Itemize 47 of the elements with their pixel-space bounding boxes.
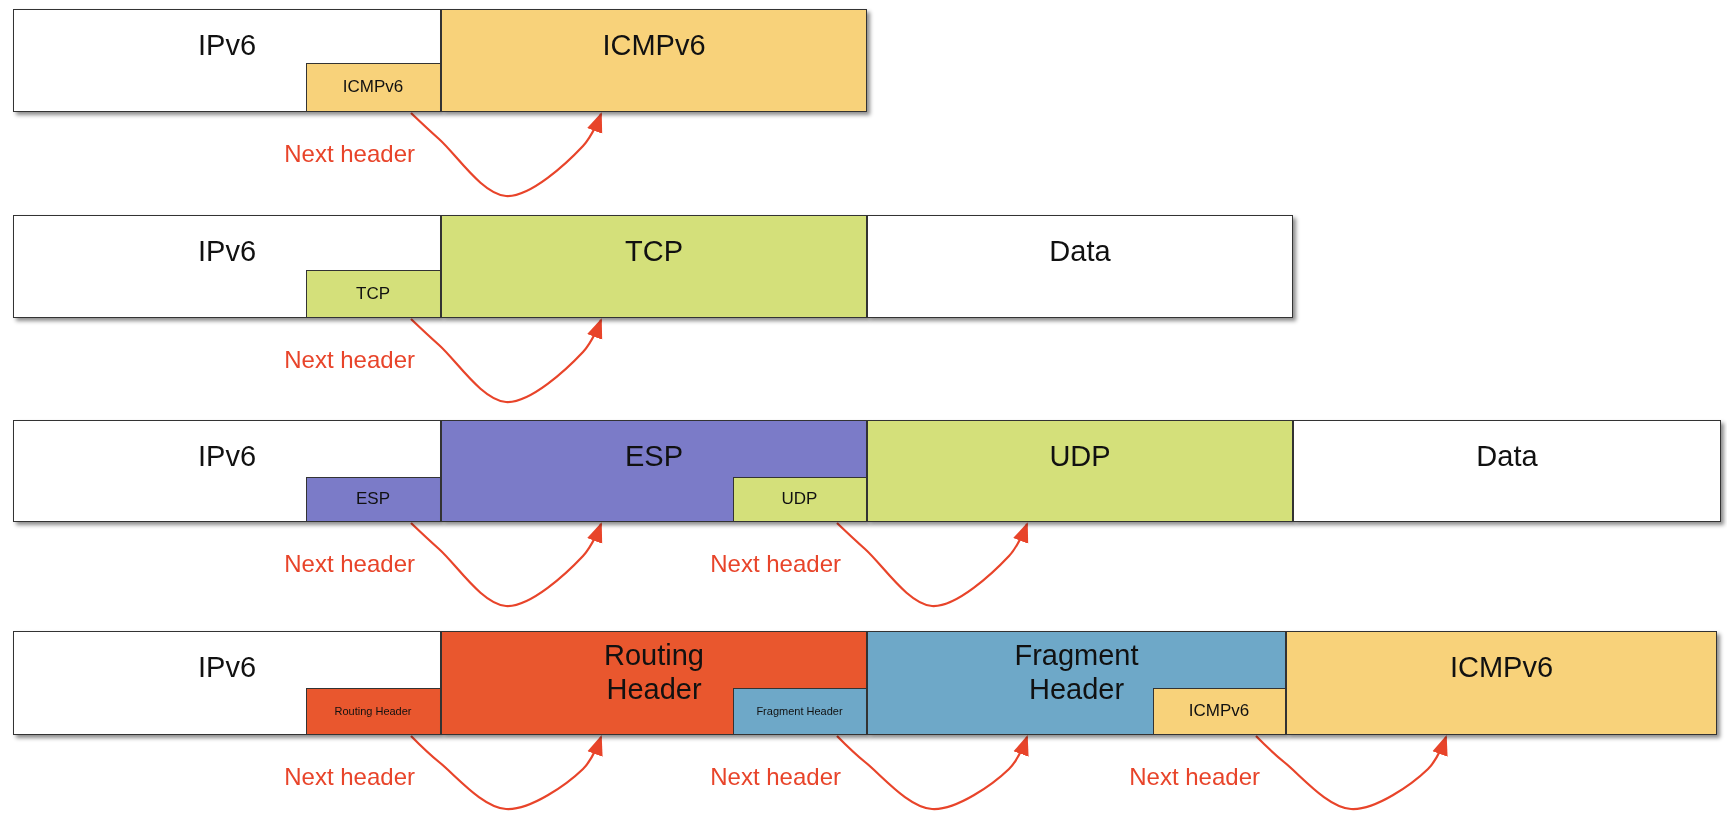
next-header-field (305, 476, 441, 522)
header-block (13, 631, 441, 735)
field-label: Fragment Header (755, 704, 844, 719)
next-header-field (305, 62, 441, 112)
header-label: Fragment Header (1013, 638, 1140, 706)
header-label: Data (1048, 234, 1112, 268)
header-block (441, 215, 867, 318)
header-label: Routing Header (603, 638, 705, 706)
next-header-field (305, 687, 441, 735)
header-label: ICMPv6 (1448, 650, 1555, 684)
header-label: IPv6 (197, 650, 257, 684)
next-header-arrow (410, 735, 603, 811)
header-block (441, 9, 867, 112)
header-label: IPv6 (197, 28, 257, 62)
header-block (441, 631, 867, 735)
header-block (13, 420, 441, 522)
header-block (13, 9, 441, 112)
next-header-arrow (410, 112, 603, 198)
next-header-field (732, 687, 867, 735)
header-label: IPv6 (197, 439, 257, 473)
header-label: ICMPv6 (601, 28, 707, 62)
field-label: TCP (355, 282, 391, 305)
header-label: UDP (1048, 439, 1112, 473)
field-label: ICMPv6 (341, 76, 405, 98)
field-label: ICMPv6 (1187, 700, 1251, 722)
field-label: UDP (780, 488, 819, 510)
header-block (1293, 420, 1721, 522)
next-header-field (1152, 687, 1286, 735)
field-label: ESP (355, 488, 391, 510)
header-block (441, 420, 867, 522)
header-label: ESP (624, 439, 684, 473)
header-block (1286, 631, 1717, 735)
next-header-field (305, 269, 441, 318)
next-header-arrow (410, 522, 603, 608)
header-label: IPv6 (197, 234, 257, 268)
next-header-field (732, 476, 867, 522)
header-block (13, 215, 441, 318)
header-label: Data (1475, 439, 1539, 473)
field-label: Routing Header (333, 704, 413, 719)
header-label: TCP (624, 234, 684, 268)
header-block (867, 215, 1293, 318)
next-header-arrow (836, 735, 1029, 811)
next-header-arrow (836, 522, 1029, 608)
header-block (867, 420, 1293, 522)
next-header-arrow (1255, 735, 1448, 811)
next-header-arrow (410, 318, 603, 404)
header-block (867, 631, 1286, 735)
